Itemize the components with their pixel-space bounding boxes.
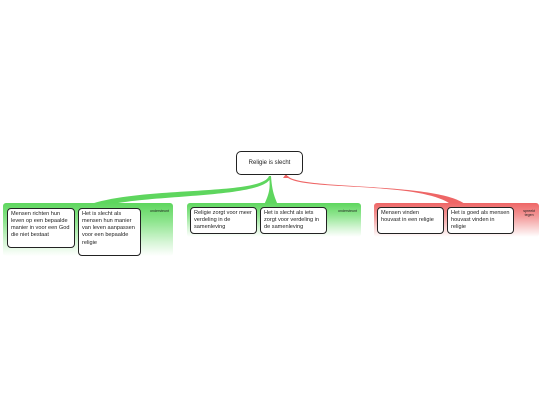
- premise-card[interactable]: Religie zorgt voor meer verdeling in de …: [190, 207, 257, 234]
- group-relation-label: ondersteunt: [150, 209, 169, 213]
- argument-group-supports-2[interactable]: ondersteunt Religie zorgt voor meer verd…: [187, 203, 361, 237]
- central-claim-text: Religie is slecht: [248, 160, 291, 166]
- group-relation-label: ondersteunt: [338, 209, 357, 213]
- connector-group-3: [286, 176, 466, 205]
- connector-group-2: [264, 176, 278, 205]
- premise-card[interactable]: Mensen vinden houvast in een religie: [377, 207, 444, 234]
- premise-card[interactable]: Het is goed als mensen houvast vinden in…: [447, 207, 514, 234]
- connector-arrowhead: [283, 174, 289, 178]
- premise-card[interactable]: Mensen richten hun leven op een bepaalde…: [7, 208, 75, 248]
- connector-group-1: [88, 176, 271, 205]
- argument-group-supports-1[interactable]: ondersteunt Mensen richten hun leven op …: [3, 203, 173, 256]
- central-claim[interactable]: Religie is slecht: [236, 151, 303, 175]
- premise-card[interactable]: Het is slecht als iets zorgt voor verdel…: [260, 207, 327, 234]
- premise-card[interactable]: Het is slecht als mensen hun manier van …: [78, 208, 141, 256]
